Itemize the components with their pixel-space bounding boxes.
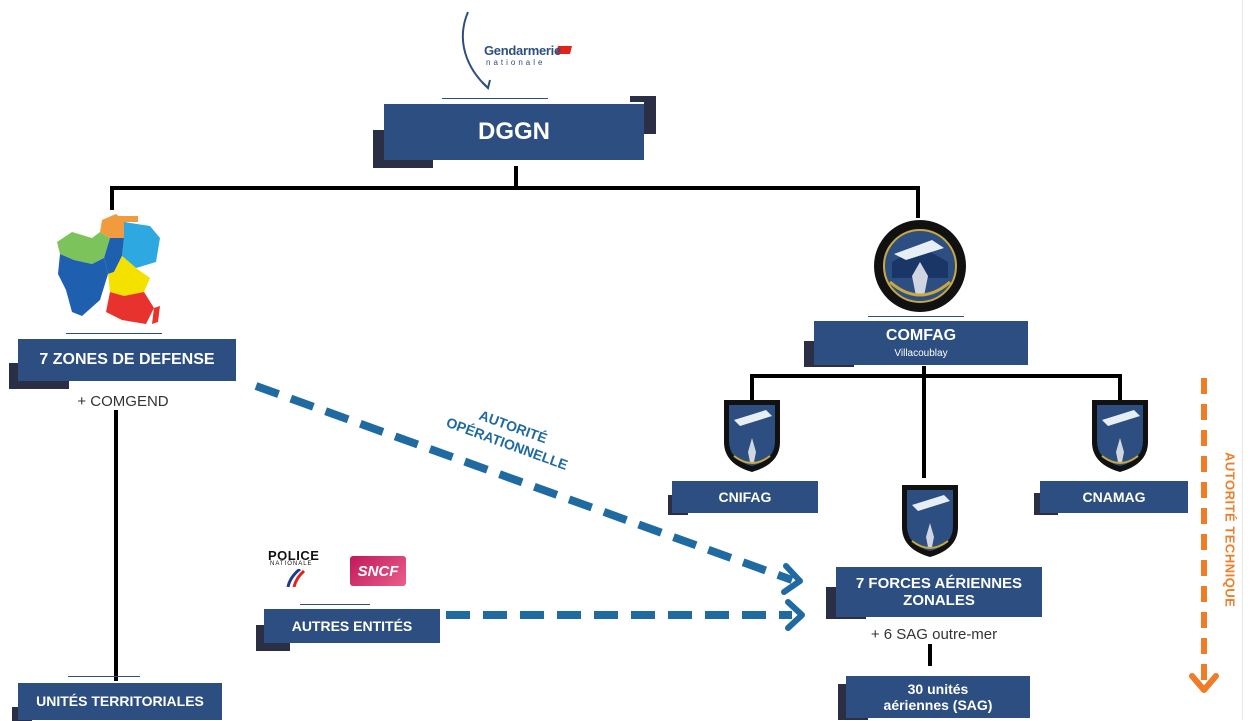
autres-label: AUTRES ENTITÉS	[291, 617, 413, 634]
forces-label: 7 FORCES AÉRIENNES ZONALES	[855, 574, 1023, 609]
cnifag-box: CNIFAG	[668, 479, 818, 515]
forces-aeriennes-badge-icon	[874, 220, 966, 312]
sag-outre-mer-note: + 6 SAG outre-mer	[870, 626, 998, 643]
cnifag-badge-icon	[724, 400, 780, 472]
forces-aeriennes-zonales-box: 7 FORCES AÉRIENNES ZONALES	[826, 565, 1042, 619]
technical-arrow-head	[1189, 673, 1219, 693]
unites-label: UNITÉS TERRITORIALES	[36, 693, 204, 710]
cnamag-badge-icon	[1092, 400, 1148, 472]
france-zones-map-icon	[57, 214, 160, 324]
sncf-logo: SNCF	[350, 556, 406, 586]
technical-authority-label: AUTORITÉ TECHNIQUE	[1222, 452, 1238, 608]
operational-arrow-head	[781, 563, 803, 595]
dggn-box: DGGN	[373, 96, 656, 168]
logo-line1: Gendarmerie	[484, 43, 561, 58]
cnifag-label: CNIFAG	[718, 488, 772, 505]
comfag-location: Villacoublay	[894, 347, 948, 359]
cnamag-box: CNAMAG	[1034, 479, 1188, 515]
police-nationale-logo: POLICE NATIONALE	[266, 548, 326, 588]
logo-line2: nationale	[486, 58, 546, 67]
police-logo-line2: NATIONALE	[270, 561, 313, 567]
police-logo-line1: POLICE	[268, 548, 320, 563]
page-edge	[1242, 0, 1243, 720]
operational-arrow-line	[254, 382, 794, 584]
autres-arrow-head	[785, 599, 805, 631]
unites-territoriales-box: UNITÉS TERRITORIALES	[12, 681, 222, 721]
sag-units-box: 30 unités aériennes (SAG)	[838, 674, 1030, 720]
sag-label: 30 unités aériennes (SAG)	[883, 680, 993, 713]
dggn-label: DGGN	[478, 118, 550, 146]
comfag-label: COMFAG	[885, 327, 957, 345]
cnamag-label: CNAMAG	[1082, 488, 1146, 505]
zones-label: 7 ZONES DE DEFENSE	[39, 350, 215, 368]
forces-zonales-badge-icon	[902, 485, 958, 557]
comgend-note: + COMGEND	[77, 393, 169, 410]
autres-entites-box: AUTRES ENTITÉS	[256, 607, 440, 651]
sncf-logo-text: SNCF	[357, 562, 399, 580]
gendarmerie-logo: Gendarmerie nationale	[458, 10, 583, 90]
comfag-box: COMFAG Villacoublay	[804, 319, 1028, 367]
zones-de-defense-box: 7 ZONES DE DEFENSE	[9, 337, 236, 389]
